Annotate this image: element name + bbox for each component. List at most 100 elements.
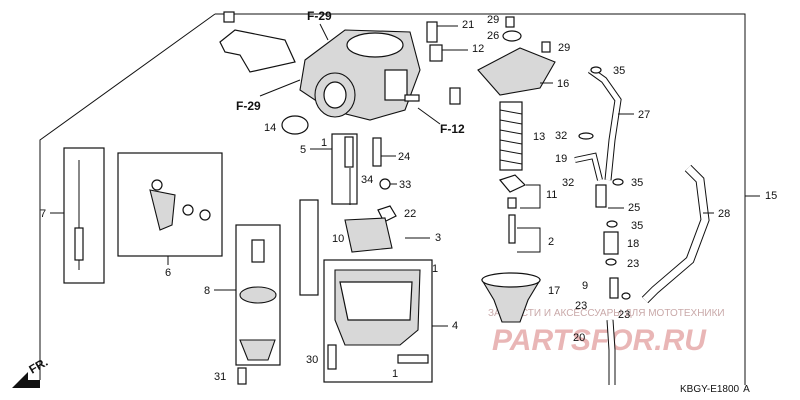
callout-35a: 35 (613, 65, 625, 77)
callout-14: 14 (264, 122, 276, 134)
callout-23a: 23 (627, 258, 639, 270)
callout-15: 15 (765, 190, 777, 202)
callout-28: 28 (718, 208, 730, 220)
drain-screw (397, 354, 429, 364)
watermark-subtitle: ЗАПЧАСТИ И АКСЕССУАРЫ ДЛЯ МОТОТЕХНИКИ (488, 308, 725, 319)
callout-8: 8 (204, 285, 210, 297)
clip-23c (621, 292, 631, 300)
part-12 (429, 44, 443, 62)
float (344, 217, 393, 253)
outline-top (215, 13, 746, 385)
float-chamber-gasket (339, 281, 413, 321)
screw-30 (327, 344, 337, 370)
callout-11: 11 (546, 189, 557, 201)
group-7-box (63, 147, 105, 284)
top-cover (477, 47, 556, 96)
part-11-clip (507, 197, 517, 209)
screw-31 (237, 367, 247, 385)
callout-1b: 1 (432, 263, 438, 275)
hose-28 (641, 164, 710, 304)
leader-11 (520, 184, 541, 209)
callout-33: 33 (399, 179, 411, 191)
part-9 (609, 277, 619, 299)
group-7-spring (74, 227, 84, 261)
group-6-nut (199, 209, 211, 221)
diaphragm (239, 286, 277, 304)
tube-18 (603, 231, 619, 255)
tee-fitting (595, 184, 607, 208)
part-33 (379, 178, 391, 190)
ref-f29-top: F-29 (307, 9, 332, 23)
callout-32b: 32 (562, 177, 574, 189)
callout-34: 34 (361, 174, 373, 186)
group-6-washer (182, 204, 194, 216)
callout-32a: 32 (555, 130, 567, 142)
callout-22: 22 (404, 208, 416, 220)
callout-23c: 23 (618, 309, 630, 321)
ref-f29-top-leader (319, 23, 329, 41)
front-direction-arrow: FR. (12, 355, 50, 388)
part-24 (372, 137, 382, 167)
clip-35a (590, 66, 602, 74)
callout-30: 30 (306, 354, 318, 366)
jet-needle (508, 214, 516, 244)
callout-16: 16 (557, 78, 569, 90)
ref-f29-left: F-29 (236, 99, 261, 113)
callout-26: 26 (487, 30, 499, 42)
callout-3: 3 (435, 232, 441, 244)
callout-1c: 1 (392, 368, 398, 380)
clip-35b (612, 178, 624, 186)
callout-29a: 29 (487, 14, 499, 26)
ref-f12-leader (417, 107, 441, 125)
clip-32a (578, 132, 594, 140)
ref-f12: F-12 (440, 122, 465, 136)
callout-27: 27 (638, 109, 650, 121)
callout-2: 2 (548, 236, 554, 248)
front-label: FR. (27, 355, 51, 377)
part-12-jet (449, 87, 461, 105)
group-6-lever (149, 189, 176, 231)
throttle-bracket (219, 11, 296, 73)
part-11 (498, 174, 527, 193)
ref-f29-left-leader (259, 79, 301, 97)
callout-19: 19 (555, 153, 567, 165)
callout-6: 6 (165, 267, 171, 279)
callout-13: 13 (533, 131, 545, 143)
group-5-needle-clip (344, 136, 354, 168)
callout-29b: 29 (558, 42, 570, 54)
screw-29a (505, 16, 515, 28)
screw-29b (541, 41, 551, 53)
callout-12: 12 (472, 43, 484, 55)
callout-20: 20 (573, 332, 585, 344)
callout-17: 17 (548, 285, 560, 297)
clip-23a (605, 258, 617, 266)
callout-9: 9 (582, 280, 588, 292)
callout-31: 31 (214, 371, 226, 383)
watermark-brand: PARTSFOR.RU (492, 324, 707, 357)
carburetor-body (299, 29, 421, 121)
callout-1a: 1 (321, 137, 327, 149)
callout-24: 24 (398, 151, 410, 163)
callout-5: 5 (300, 144, 306, 156)
pilot-screw-assembly (299, 199, 319, 296)
callout-23b: 23 (575, 300, 587, 312)
callout-25: 25 (628, 202, 640, 214)
part-21 (426, 21, 438, 43)
group-8-spring (251, 239, 265, 263)
callout-21: 21 (462, 19, 474, 31)
piston-rim (481, 272, 541, 288)
leader-2 (517, 227, 541, 253)
o-ring (281, 115, 309, 135)
callout-10: 10 (332, 233, 344, 245)
part-26 (502, 30, 522, 42)
callout-35b: 35 (631, 177, 643, 189)
group-6-screw (151, 179, 163, 191)
outline-left (39, 13, 216, 380)
spring-13 (499, 101, 523, 171)
callout-35c: 35 (631, 220, 643, 232)
clip-35c (606, 220, 618, 228)
callout-18: 18 (627, 238, 639, 250)
